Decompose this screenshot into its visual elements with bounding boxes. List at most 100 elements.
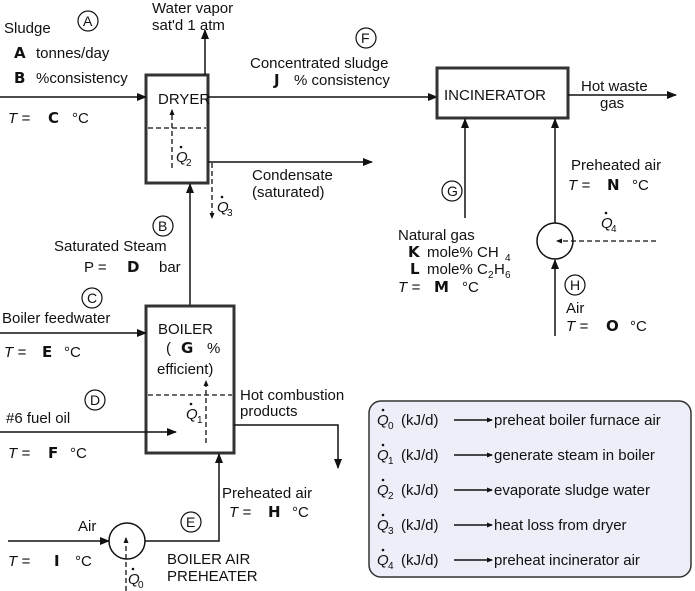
stream-f-title: Concentrated sludge xyxy=(250,55,388,72)
q4-label: Q 4 xyxy=(601,211,617,235)
condensate-label-2: (saturated) xyxy=(252,184,325,201)
stream-h-tag: H xyxy=(564,274,586,296)
natural-gas-title: Natural gas xyxy=(398,227,475,244)
heat-duty-legend xyxy=(368,400,692,578)
boiler-label: BOILER xyxy=(158,321,213,338)
legend-dot xyxy=(381,443,385,447)
feedwater-t-unit: °C xyxy=(64,344,81,361)
legend-symbol: Q xyxy=(377,552,389,569)
legend-description: generate steam in boiler xyxy=(494,447,655,464)
stream-a-unit1: tonnes/day xyxy=(36,45,110,62)
legend-subscript: 2 xyxy=(388,491,394,502)
stream-a-tag: A xyxy=(77,10,99,32)
stream-a-t-label: T = xyxy=(8,110,30,127)
q0-label: Q 0 xyxy=(128,567,144,591)
stream-b-tag: B xyxy=(152,215,174,237)
svg-text:2: 2 xyxy=(186,158,192,169)
legend-unit: (kJ/d) xyxy=(401,447,439,464)
legend-description: heat loss from dryer xyxy=(494,517,627,534)
air-in-t-unit: °C xyxy=(75,553,92,570)
natural-gas-var2: L xyxy=(410,260,420,278)
preheated-air-e-t-var: H xyxy=(268,503,281,521)
legend-dot xyxy=(381,408,385,412)
svg-text:C: C xyxy=(87,290,97,306)
legend-symbol: Q xyxy=(377,517,389,534)
preheated-air-e-title: Preheated air xyxy=(222,485,312,502)
feedwater-title: Boiler feedwater xyxy=(2,310,110,327)
svg-text:A: A xyxy=(83,13,93,29)
svg-text:2: 2 xyxy=(488,270,494,281)
svg-text:3: 3 xyxy=(227,208,233,219)
stream-a-var2: B xyxy=(14,69,25,87)
natural-gas-t-label: T = xyxy=(398,279,420,296)
fuel-oil-title: #6 fuel oil xyxy=(6,410,70,427)
svg-text:G: G xyxy=(447,183,458,199)
stream-g-tag: G xyxy=(441,180,463,202)
svg-text:Q: Q xyxy=(186,406,198,423)
legend-subscript: 4 xyxy=(388,561,394,572)
stream-a-t-unit: °C xyxy=(72,110,89,127)
legend-symbol: Q xyxy=(377,482,389,499)
natural-gas-var1: K xyxy=(408,243,421,261)
svg-text:E: E xyxy=(186,514,195,530)
legend-unit: (kJ/d) xyxy=(401,412,439,429)
steam-p-label: P = xyxy=(84,259,107,276)
air-h-t-var: O xyxy=(606,317,619,335)
combustion-line xyxy=(234,424,342,469)
natural-gas-t-unit: °C xyxy=(462,279,479,296)
svg-text:Q: Q xyxy=(217,199,229,216)
svg-text:Q: Q xyxy=(176,149,188,166)
svg-text:(: ( xyxy=(166,340,171,357)
svg-text:1: 1 xyxy=(197,415,203,426)
legend-dot xyxy=(381,478,385,482)
feedwater-t-var: E xyxy=(42,343,52,361)
q2-label: Q 2 xyxy=(176,145,192,169)
svg-text:Q: Q xyxy=(601,215,613,232)
stream-a-unit2: %consistency xyxy=(36,70,128,87)
natural-gas-unit2: mole% C 2 H 6 xyxy=(427,261,511,281)
boiler-preheater-label-2: PREHEATER xyxy=(167,568,258,585)
stream-c-tag: C xyxy=(81,287,103,309)
svg-text:H: H xyxy=(570,277,580,293)
air-h-title: Air xyxy=(566,300,584,317)
natural-gas-t-var: M xyxy=(434,278,449,296)
legend-description: evaporate sludge water xyxy=(494,482,650,499)
svg-text:F: F xyxy=(361,30,370,46)
preheated-air-e-t-label: T = xyxy=(229,504,251,521)
stream-f-var: J xyxy=(273,71,280,89)
stream-e-tag: E xyxy=(180,511,202,533)
svg-text:mole% C: mole% C xyxy=(427,261,488,278)
fuel-oil-t-unit: °C xyxy=(70,445,87,462)
steam-p-var: D xyxy=(127,258,139,276)
legend-unit: (kJ/d) xyxy=(401,482,439,499)
preheated-air-inc-t-label: T = xyxy=(568,177,590,194)
legend-symbol: Q xyxy=(377,447,389,464)
air-in-t-var: I xyxy=(54,552,60,570)
svg-text:efficient): efficient) xyxy=(157,361,213,378)
legend-unit: (kJ/d) xyxy=(401,552,439,569)
vapor-label-2: sat'd 1 atm xyxy=(152,17,225,34)
air-in-title: Air xyxy=(78,518,96,535)
svg-text:H: H xyxy=(494,261,505,278)
stream-a-var1: A xyxy=(14,44,26,62)
preheated-air-e-line xyxy=(145,453,223,542)
q1-label: Q 1 xyxy=(186,402,203,426)
waste-gas-label-2: gas xyxy=(600,95,624,112)
combustion-label-2: products xyxy=(240,403,298,420)
stream-d-tag: D xyxy=(84,389,106,411)
stream-f-tag: F xyxy=(355,27,377,49)
legend-subscript: 1 xyxy=(388,456,394,467)
legend-description: preheat incinerator air xyxy=(494,552,640,569)
boiler-air-preheater xyxy=(108,522,146,560)
stream-a-t-var: C xyxy=(48,109,59,127)
steam-title: Saturated Steam xyxy=(54,238,167,255)
legend-dot xyxy=(381,548,385,552)
incinerator-unit xyxy=(435,66,570,120)
boiler-preheater-label-1: BOILER AIR xyxy=(167,551,251,568)
vapor-label-1: Water vapor xyxy=(152,0,233,17)
dryer-label: DRYER xyxy=(158,91,210,108)
